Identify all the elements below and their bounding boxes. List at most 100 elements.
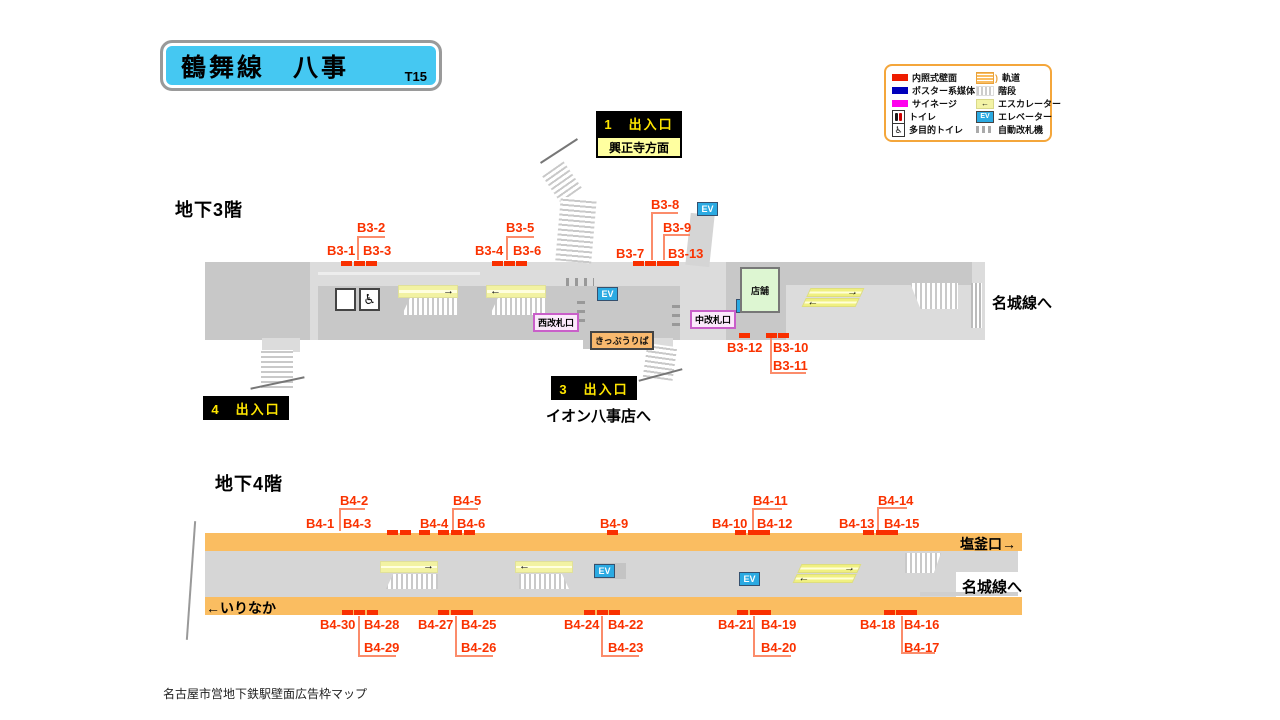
- escalator-arrow-right-icon: →: [844, 285, 862, 298]
- ad-frame-label-b3-8: B3-8: [651, 197, 680, 212]
- label-connector-line: [770, 372, 806, 374]
- ad-frame-label-b3-5: B3-5: [506, 220, 535, 235]
- escalator-arrow-right-icon: →: [423, 560, 434, 573]
- legend-item-label: 多目的トイレ: [909, 125, 964, 135]
- legend-item: ♿多目的トイレ: [892, 122, 970, 137]
- exit1-stairs-lower: [555, 196, 597, 264]
- legend-item: トイレ: [892, 109, 970, 124]
- elevator-box-west: EV: [597, 287, 618, 301]
- map-footer-caption: 名古屋市営地下鉄駅壁面広告枠マップ: [163, 687, 368, 701]
- ad-frame-label-b3-1: B3-1: [327, 243, 356, 258]
- ticket-gate-row-icon: [566, 278, 594, 286]
- ticket-gate-column-icon: [672, 300, 680, 326]
- ad-frame-label-b3-10: B3-10: [773, 340, 809, 355]
- ad-frame-label-b4-2: B4-2: [340, 493, 369, 508]
- ad-wall-marker: [584, 610, 595, 615]
- label-connector-line: [901, 652, 935, 654]
- b3-escalator-west-left: ←: [486, 285, 546, 298]
- ad-wall-marker: [451, 610, 462, 615]
- ad-wall-marker: [884, 610, 895, 615]
- label-connector-line: [339, 508, 365, 510]
- ad-frame-label-b4-25: B4-25: [461, 617, 497, 632]
- label-connector-line: [455, 655, 493, 657]
- ad-frame-label-b3-9: B3-9: [663, 220, 692, 235]
- label-connector-line: [455, 616, 457, 655]
- legend-item: )軌道: [976, 71, 1061, 84]
- signage-swatch: [892, 100, 908, 107]
- legend-item-label: エレベーター: [998, 112, 1053, 122]
- ad-frame-label-b4-23: B4-23: [608, 640, 644, 655]
- ad-wall-marker: [766, 333, 777, 338]
- escalator-arrow-right-icon: →: [443, 284, 454, 297]
- ad-frame-label-b4-1: B4-1: [306, 516, 335, 531]
- exit3-label: 3 出入口: [551, 376, 637, 400]
- label-connector-line: [452, 508, 478, 510]
- b3-stairs-west-right: [402, 298, 458, 315]
- label-connector-line: [753, 616, 755, 655]
- ad-wall-marker: [354, 610, 365, 615]
- escalator-arrow-left-icon: ←: [490, 284, 501, 297]
- b4-stairs-left: [386, 574, 438, 589]
- exit1-label: 1 出入口: [596, 111, 682, 136]
- b4-escalator-left: →: [380, 561, 438, 573]
- ad-frame-label-b4-20: B4-20: [761, 640, 797, 655]
- ad-frame-label-b4-11: B4-11: [753, 493, 788, 508]
- legend-item-label: 内照式壁面: [912, 73, 958, 83]
- legend-item-label: エスカレーター: [998, 99, 1062, 109]
- exit4-corridor: [262, 338, 300, 352]
- b3-meijo-passage: [971, 283, 982, 328]
- red-wall-swatch: [892, 74, 908, 81]
- accessible-toilet-icon: ♿: [359, 288, 380, 311]
- ad-wall-marker: [462, 610, 473, 615]
- b4-stairs-center: [519, 574, 569, 589]
- poster-swatch: [892, 87, 908, 94]
- ad-frame-label-b4-4: B4-4: [420, 516, 449, 531]
- ad-wall-marker: [516, 261, 527, 266]
- ad-frame-label-b4-12: B4-12: [757, 516, 793, 531]
- ad-frame-label-b4-3: B4-3: [343, 516, 372, 531]
- center-gate-label: 中改札口: [690, 310, 737, 329]
- ad-frame-label-b4-18: B4-18: [860, 617, 896, 632]
- legend-item-label: 自動改札機: [998, 125, 1044, 135]
- ad-frame-label-b4-22: B4-22: [608, 617, 644, 632]
- ad-frame-label-b4-10: B4-10: [712, 516, 748, 531]
- elevator-box-b4-center: EV: [739, 572, 760, 586]
- station-banner: 鶴舞線 八事 T15: [160, 40, 442, 91]
- ad-frame-label-b4-30: B4-30: [320, 617, 356, 632]
- ad-frame-label-b3-13: B3-13: [668, 246, 704, 261]
- ticket-gate-column-icon: [577, 296, 585, 322]
- ad-wall-marker: [896, 610, 907, 615]
- exit1-direction: 興正寺方面: [596, 136, 682, 158]
- ad-wall-marker: [645, 261, 656, 266]
- ad-wall-marker: [609, 610, 620, 615]
- label-connector-line: [651, 212, 653, 260]
- label-connector-line: [770, 338, 772, 372]
- b4-escalator-center: ←: [515, 561, 573, 573]
- ad-wall-marker: [400, 530, 411, 535]
- ad-wall-marker: [633, 261, 644, 266]
- legend: 内照式壁面ポスター系媒体サイネージトイレ♿多目的トイレ )軌道階段←エスカレータ…: [884, 64, 1061, 142]
- ad-wall-marker: [451, 530, 462, 535]
- escalator-band: ←: [792, 572, 857, 584]
- ad-frame-label-b4-26: B4-26: [461, 640, 497, 655]
- ad-frame-label-b3-7: B3-7: [616, 246, 645, 261]
- exit4-label: 4 出入口: [203, 396, 289, 420]
- ad-wall-marker: [876, 530, 887, 535]
- ad-frame-label-b4-28: B4-28: [364, 617, 400, 632]
- b4-to-shiogamaguchi-note: 塩釜口→: [960, 536, 1016, 552]
- b3-upper-right-band: [726, 262, 972, 285]
- escalator-arrow-left-icon: ←: [805, 295, 822, 308]
- label-connector-line: [506, 236, 508, 260]
- ad-frame-label-b4-13: B4-13: [839, 516, 875, 531]
- escalator-arrow-right-icon: →: [841, 561, 859, 574]
- ad-wall-marker: [342, 610, 353, 615]
- station-code-badge: T15: [404, 69, 427, 84]
- b4-right-stairs: [905, 553, 941, 573]
- exit3-direction: イオン八事店へ: [546, 408, 652, 425]
- ad-wall-marker: [887, 530, 898, 535]
- label-connector-line: [663, 234, 690, 236]
- ad-frame-label-b4-29: B4-29: [364, 640, 400, 655]
